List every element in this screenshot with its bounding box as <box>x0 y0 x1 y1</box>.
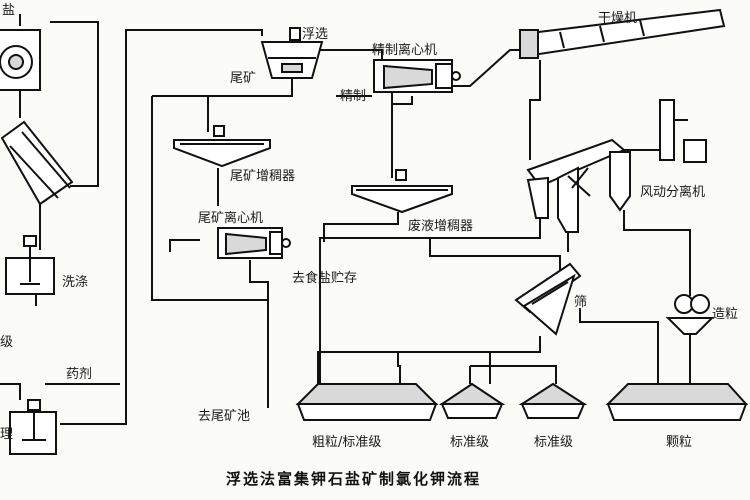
washing-tank-icon <box>5 235 55 295</box>
label-refined: 精制 <box>340 89 366 104</box>
label-tailings-centrifuge: 尾矿离心机 <box>198 210 263 226</box>
air-separator-icon <box>526 99 707 233</box>
classifier-screen-icon <box>0 120 74 206</box>
product-pile-coarse-icon <box>295 383 439 421</box>
label-waste-thickener: 废液增稠器 <box>408 218 473 234</box>
label-to-salt-storage: 去食盐贮存 <box>292 270 357 286</box>
granulator-icon <box>665 294 715 335</box>
mixing-tank-icon <box>9 399 57 455</box>
label-coarse-standard: 粗粒/标准级 <box>312 435 381 450</box>
dryer-icon <box>519 8 726 59</box>
diagram-caption: 浮选法富集钾石盐矿制氯化钾流程 <box>226 470 481 488</box>
labels: 盐 浮选 尾矿 精制离心机 精制 干燥机 尾矿增稠器 废液增稠器 尾矿离心机 去… <box>0 3 738 488</box>
label-refining-centrifuge: 精制离心机 <box>372 42 437 58</box>
flotation-cell-icon <box>260 27 324 79</box>
waste-thickener-icon <box>351 169 453 214</box>
tailings-centrifuge-icon <box>217 227 291 259</box>
label-standard-2: 标准级 <box>534 435 573 450</box>
refining-centrifuge-icon <box>373 59 461 93</box>
tailings-thickener-icon <box>173 125 271 168</box>
label-dryer: 干燥机 <box>598 11 637 26</box>
label-granular: 颗粒 <box>666 435 692 450</box>
label-tailings-thickener: 尾矿增稠器 <box>230 169 295 184</box>
crusher-icon <box>0 29 41 91</box>
label-to-tailings-pond: 去尾矿池 <box>198 409 250 424</box>
label-flotation: 浮选 <box>302 27 328 42</box>
label-standard-1: 标准级 <box>450 435 489 450</box>
label-process-left: 理 <box>0 427 13 442</box>
product-pile-standard-1-icon <box>438 382 506 419</box>
label-grade-left: 级 <box>0 335 13 350</box>
product-pile-granular-icon <box>605 383 749 421</box>
label-reagent: 药剂 <box>66 367 92 382</box>
flow-lines <box>0 14 691 425</box>
product-pile-standard-2-icon <box>518 382 588 419</box>
label-granulator: 造粒 <box>712 307 738 322</box>
label-tailings: 尾矿 <box>230 71 256 86</box>
vibrating-screen-icon <box>514 262 582 336</box>
label-salt: 盐 <box>2 3 15 18</box>
label-washing: 洗涤 <box>62 275 88 290</box>
label-screen: 筛 <box>574 295 587 310</box>
label-air-separator: 风动分离机 <box>640 184 705 200</box>
